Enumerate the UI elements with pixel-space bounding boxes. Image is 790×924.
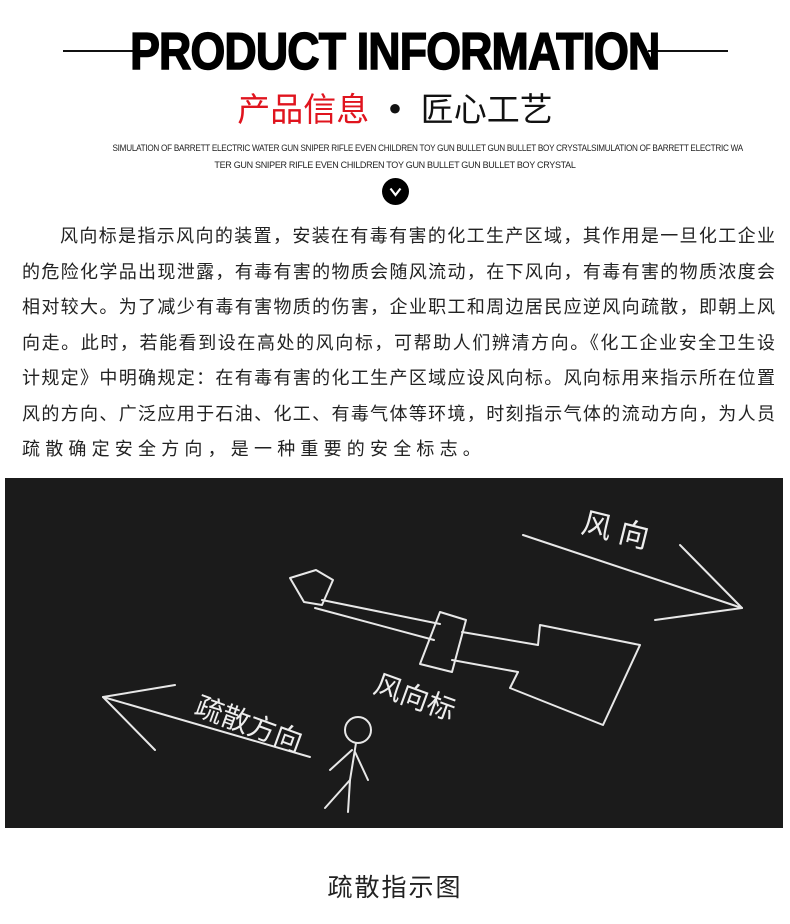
english-description: SIMULATION OF BARRETT ELECTRIC WATER GUN… [80, 140, 744, 174]
paragraph-line: 的危险化学品出现泄露，有毒有害的物质会随风流动，在下风向，有毒有害的物质浓度会 [22, 261, 775, 283]
title-rule-left [63, 50, 145, 52]
subtitle-red: 产品信息 [237, 90, 370, 129]
paragraph-line: 相对较大。为了减少有毒有害物质的伤害，企业职工和周边居民应逆风向疏散，即朝上风 [22, 297, 775, 318]
person-figure [324, 716, 372, 813]
paragraph-line: 风向标是指示风向的装置，安装在有毒有害的化工生产区域，其作用是一旦化工企业 [60, 226, 775, 247]
wind-vane-drawing [289, 569, 641, 726]
wind-direction-label: 风向 [578, 506, 660, 558]
description-paragraph: 风向标是指示风向的装置，安装在有毒有害的化工生产区域，其作用是一旦化工企业 的危… [22, 219, 775, 468]
wind-vane-label: 风向标 [370, 668, 460, 728]
paragraph-line: 风的方向、广泛应用于石油、化工、有毒气体等环境，时刻指示气体的流动方向，为人员 [22, 403, 775, 425]
evacuation-direction-label: 疏散方向 [191, 690, 308, 759]
paragraph-line: 向走。此时，若能看到设在高处的风向标，可帮助人们辨清方向。《化工企业安全卫生设 [22, 332, 775, 354]
diagram-caption: 疏散指示图 [327, 873, 463, 902]
title-rule-right [648, 50, 728, 52]
page-title: PRODUCT INFORMATION [130, 23, 662, 81]
english-line-2: TER GUN SNIPER RIFLE EVEN CHILDREN TOY G… [214, 160, 576, 170]
evacuation-diagram: 风向 风向标 疏散方向 [5, 478, 783, 828]
subtitle-black: 匠心工艺 [420, 90, 553, 129]
english-line-1: SIMULATION OF BARRETT ELECTRIC WATER GUN… [112, 143, 744, 153]
paragraph-line: 计规定》中明确规定：在有毒有害的化工生产区域应设风向标。风向标用来指示所在位置 [22, 368, 775, 389]
subtitle: 产品信息 • 匠心工艺 [0, 88, 790, 132]
evacuation-arrow [102, 684, 311, 758]
subtitle-dot: • [385, 90, 405, 129]
wind-direction-arrow [522, 534, 743, 621]
chevron-down-icon [382, 178, 409, 205]
paragraph-line: 疏散确定安全方向，是一种重要的安全标志。 [22, 439, 486, 460]
